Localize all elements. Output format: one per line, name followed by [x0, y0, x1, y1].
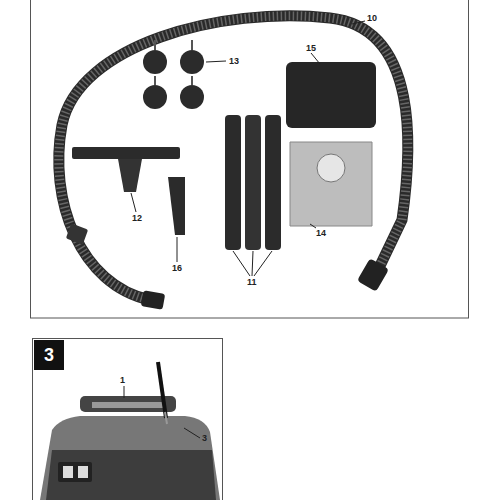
callout-number: 3: [202, 434, 207, 443]
figure-number-box: 3: [34, 340, 64, 370]
callout-number: 11: [247, 278, 257, 287]
callout-number: 10: [367, 14, 377, 23]
callout-number: 16: [172, 264, 182, 273]
callout-number: 14: [316, 229, 326, 238]
callout-number: 15: [306, 44, 316, 53]
callout-number: 12: [132, 214, 142, 223]
callout-number: 13: [229, 57, 239, 66]
callout-number: 1: [120, 376, 125, 385]
figure-number: 3: [44, 345, 54, 366]
